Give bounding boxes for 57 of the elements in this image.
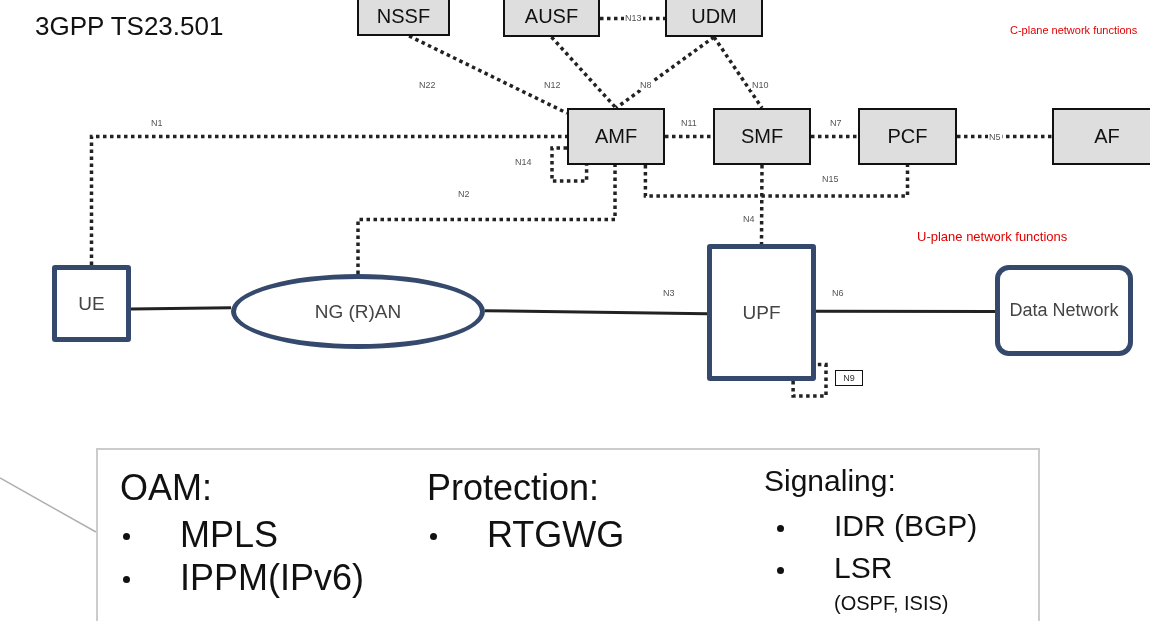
edge-label: N14 (514, 157, 533, 167)
title: 3GPP TS23.501 (35, 13, 224, 39)
edge-label: N15 (821, 174, 840, 184)
edge-label: N6 (831, 288, 845, 298)
access-network-ellipse: NG (R)AN (231, 274, 485, 349)
connector-line (816, 309, 995, 313)
edge-label: N5 (988, 132, 1002, 142)
network-function-box: AUSF (503, 0, 600, 37)
connector-line (550, 35, 618, 110)
device-box: UE (52, 265, 131, 342)
edge-label: N11 (680, 118, 698, 128)
list-item: IDR (BGP) (834, 511, 978, 541)
section-heading: OAM: (120, 470, 212, 506)
connector-line (356, 165, 617, 274)
list-item: IPPM(IPv6) (180, 560, 365, 596)
edge-label: N1 (150, 118, 164, 128)
connector-line (811, 134, 858, 139)
list-item: MPLS (180, 517, 279, 553)
section-label: C-plane network functions (1010, 24, 1138, 36)
network-function-box: NSSF (357, 0, 450, 36)
list-item-note: (OSPF, ISIS) (834, 593, 949, 613)
network-function-box: AMF (567, 108, 665, 165)
edge-label: N7 (829, 118, 843, 128)
edge-label: N3 (662, 288, 676, 298)
connector-line (643, 165, 910, 198)
network-function-box: UDM (665, 0, 763, 37)
callout-box (96, 448, 1040, 621)
section-heading: Signaling: (764, 466, 896, 496)
connector-line (712, 36, 764, 109)
edge-label: N22 (418, 80, 437, 90)
connector-line (600, 16, 665, 21)
edge-label: N12 (543, 80, 562, 90)
loop-connector (550, 146, 589, 183)
section-label: U-plane network functions (917, 229, 1068, 244)
list-item: LSR (834, 553, 893, 583)
data-network-box: Data Network (995, 265, 1133, 356)
connector-line (759, 165, 764, 244)
connector-line (131, 306, 231, 311)
edge-label: N2 (457, 189, 471, 199)
connector-line (89, 134, 567, 265)
edge-label: N8 (639, 80, 653, 90)
loop-connector (791, 362, 828, 398)
connector-line (665, 134, 713, 139)
network-function-box: PCF (858, 108, 957, 165)
connector-line (408, 34, 568, 115)
user-plane-box: UPF (707, 244, 816, 381)
connector-line (614, 35, 716, 110)
connector-line (957, 134, 1052, 139)
network-function-box: SMF (713, 108, 811, 165)
connector-line (484, 309, 708, 316)
edge-label: N13 (624, 13, 643, 23)
interface-tag: N9 (835, 370, 863, 386)
edge-label: N10 (751, 80, 770, 90)
edge-label: N4 (742, 214, 756, 224)
list-item: RTGWG (487, 517, 625, 553)
network-function-box: AF (1052, 108, 1150, 165)
section-heading: Protection: (427, 470, 600, 506)
